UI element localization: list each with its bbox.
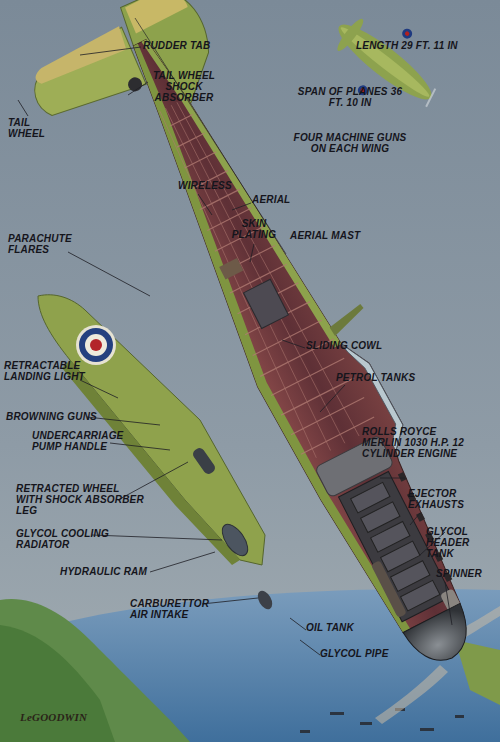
part-label: GLYCOL HEADER TANK bbox=[426, 526, 486, 559]
engine-cylinder bbox=[351, 482, 390, 513]
propeller-blade bbox=[375, 665, 448, 724]
plan-view-plane bbox=[314, 0, 457, 131]
part-label: GLYCOL COOLING RADIATOR bbox=[16, 528, 116, 550]
part-label: PETROL TANKS bbox=[336, 372, 436, 383]
land bbox=[0, 599, 190, 742]
fuselage-frame bbox=[271, 358, 344, 395]
land bbox=[0, 625, 115, 742]
roundel bbox=[76, 325, 116, 365]
part-label: SPINNER bbox=[436, 568, 496, 579]
part-label: HYDRAULIC RAM bbox=[60, 566, 160, 577]
fuselage-frame bbox=[281, 378, 354, 415]
part-label: SPAN OF PLANES 36 FT. 10 IN bbox=[290, 86, 410, 108]
fuselage-frame bbox=[291, 397, 364, 434]
part-label: WIRELESS bbox=[178, 180, 248, 191]
air-intake bbox=[255, 588, 275, 611]
aerial-wire bbox=[135, 18, 286, 254]
far-wing bbox=[455, 640, 500, 705]
part-label: RETRACTABLE LANDING LIGHT bbox=[4, 360, 99, 382]
part-label: RUDDER TAB bbox=[143, 40, 233, 51]
fuselage bbox=[16, 0, 500, 711]
part-label: EJECTOR EXHAUSTS bbox=[408, 488, 478, 510]
part-label: AERIAL MAST bbox=[290, 230, 390, 241]
stringer bbox=[144, 111, 333, 458]
wing bbox=[38, 295, 265, 565]
part-label: RETRACTED WHEEL WITH SHOCK ABSORBER LEG bbox=[16, 483, 146, 516]
part-label: LENGTH 29 FT. 11 IN bbox=[356, 40, 496, 51]
part-label: GLYCOL PIPE bbox=[320, 648, 410, 659]
part-label: FOUR MACHINE GUNS ON EACH WING bbox=[290, 132, 410, 154]
stringer bbox=[171, 105, 345, 444]
radiator bbox=[217, 520, 252, 560]
part-label: BROWNING GUNS bbox=[6, 411, 106, 422]
part-label: ROLLS ROYCE MERLIN 1030 H.P. 12 CYLINDER… bbox=[362, 426, 472, 459]
part-label: SKIN PLATING bbox=[226, 218, 282, 240]
retracted-wheel bbox=[191, 446, 217, 476]
part-label: OIL TANK bbox=[306, 622, 386, 633]
part-label: PARACHUTE FLARES bbox=[8, 233, 88, 255]
part-label: TAIL WHEEL SHOCK ABSORBER bbox=[150, 70, 218, 103]
signature: LeGOODWIN bbox=[20, 712, 100, 723]
part-label: CARBURETTOR AIR INTAKE bbox=[130, 598, 210, 620]
part-label: UNDERCARRIAGE PUMP HANDLE bbox=[32, 430, 132, 452]
part-label: TAIL WHEEL bbox=[8, 117, 48, 139]
part-label: SLIDING COWL bbox=[306, 340, 406, 351]
leader-lines bbox=[18, 47, 452, 655]
part-label: AERIAL bbox=[252, 194, 302, 205]
stringer bbox=[158, 108, 338, 450]
